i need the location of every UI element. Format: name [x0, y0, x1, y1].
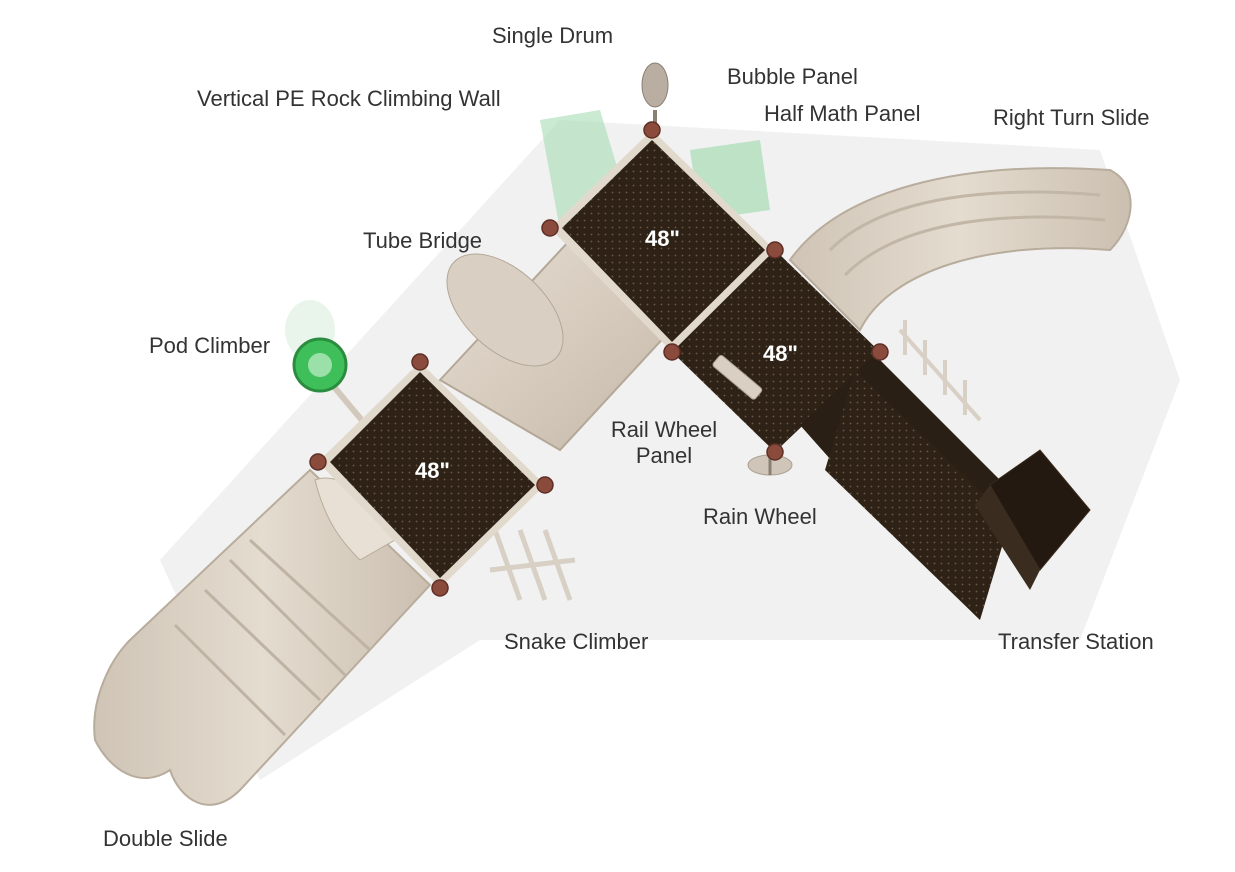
label-bubble-panel: Bubble Panel [727, 64, 858, 89]
label-pod-climber: Pod Climber [149, 333, 271, 358]
label-single-drum: Single Drum [492, 23, 614, 48]
label-right-turn-slide: Right Turn Slide [993, 105, 1150, 130]
rail-wheel-panel [712, 355, 763, 400]
side-rails [898, 320, 982, 422]
pod-climber [285, 300, 373, 432]
deck-top-height: 48" [645, 226, 680, 251]
label-rain-wheel: Rain Wheel [703, 504, 817, 529]
deck-top [550, 130, 775, 352]
right-turn-slide [788, 167, 1132, 332]
ground-shadow [160, 120, 1180, 780]
label-half-math-panel: Half Math Panel [764, 101, 921, 126]
label-rail-wheel-panel-line2: Panel [635, 443, 693, 468]
label-tube-bridge: Tube Bridge [363, 228, 483, 253]
snake-climber [489, 529, 576, 601]
stairs [800, 355, 1010, 620]
label-rail-wheel-panel: Rail Wheel Panel [606, 417, 722, 469]
deck-right-height: 48" [763, 341, 798, 366]
deck-left-height: 48" [415, 458, 450, 483]
label-double-slide: Double Slide [103, 826, 228, 851]
deck-left [318, 362, 545, 588]
label-vertical-pe-rock-climbing-wall: Vertical PE Rock Climbing Wall [197, 86, 501, 111]
double-slide [93, 468, 432, 806]
transfer-station [975, 449, 1091, 590]
label-snake-climber: Snake Climber [504, 629, 649, 654]
single-drum [641, 62, 669, 130]
label-transfer-station: Transfer Station [998, 629, 1154, 654]
post-caps [309, 121, 889, 597]
label-rail-wheel-panel-line1: Rail Wheel [610, 417, 718, 442]
